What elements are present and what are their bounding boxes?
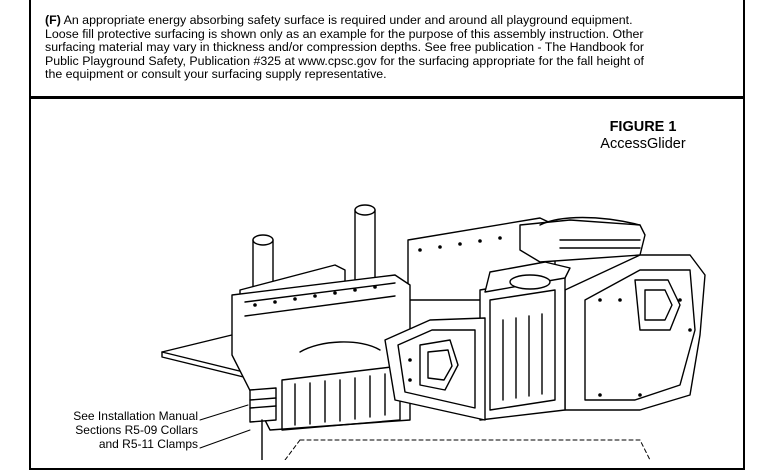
post-clamp [249,387,277,460]
right-side-panel [564,254,706,411]
note-line-3: surfacing material may vary in thickness… [45,40,644,55]
note-line-2: Loose fill protective surfacing is shown… [45,26,644,41]
note-line-1: (F) An appropriate energy absorbing safe… [45,13,633,27]
section-divider [29,96,745,99]
bolt-holes [253,236,692,397]
center-box [479,261,571,421]
glider-assembly-drawing [161,204,706,460]
callout-line-3: and R5-11 Clamps [98,437,198,451]
support-posts [252,204,376,331]
callout-line-2: Sections R5-09 Collars [75,423,198,437]
callout-line-1: See Installation Manual [73,409,198,423]
note-line-5: the equipment or consult your surfacing … [45,67,387,82]
front-side-panel [384,317,486,421]
note-line-4: Public Playground Safety, Publication #3… [45,53,644,68]
figure-caption: FIGURE 1 AccessGlider [578,119,708,153]
callout-leader [199,404,251,449]
figure-subtitle: AccessGlider [600,136,686,152]
surfacing-outline [284,439,651,460]
note-label: (F) [45,13,61,27]
installation-callout: See Installation Manual Sections R5-09 C… [40,409,198,451]
figure-title: FIGURE 1 [609,119,677,135]
safety-surface-note: (F) An appropriate energy absorbing safe… [45,13,725,82]
